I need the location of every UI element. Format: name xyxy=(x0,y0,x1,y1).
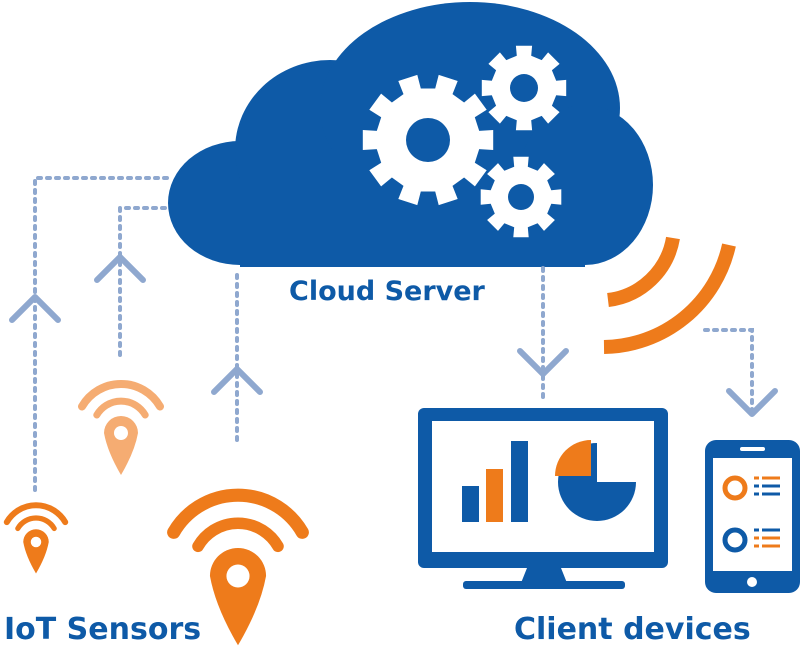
wireless-signal-icon xyxy=(603,236,736,354)
gear-icon xyxy=(362,74,494,206)
pie-chart-icon xyxy=(555,440,636,521)
iot-sensors-label: IoT Sensors xyxy=(4,612,202,647)
chevron-arrow-icon xyxy=(517,348,569,377)
chevron-arrow-icon xyxy=(211,366,263,395)
location-pin-wifi-icon xyxy=(167,488,309,646)
connector-sensor-1 xyxy=(33,176,172,492)
client-devices-label: Client devices xyxy=(514,612,751,647)
gear-icon xyxy=(480,156,562,238)
gears-group xyxy=(362,45,567,238)
ring-chart-icon xyxy=(722,475,748,553)
gear-icon xyxy=(481,45,567,131)
connector-sensor-2 xyxy=(118,206,167,357)
chevron-arrow-icon xyxy=(94,254,146,283)
location-pin-wifi-icon xyxy=(78,380,164,475)
location-pin-wifi-icon xyxy=(3,502,69,574)
chevron-arrow-icon xyxy=(9,294,61,323)
iot-sensors-group xyxy=(3,380,309,646)
monitor-icon xyxy=(418,408,668,589)
smartphone-icon xyxy=(705,440,800,593)
cloud-server-label: Cloud Server xyxy=(289,276,485,307)
arrows-group xyxy=(9,254,778,417)
list-lines-icon xyxy=(754,476,780,548)
connector-lines xyxy=(33,176,754,492)
connector-phone xyxy=(703,328,754,420)
chevron-arrow-icon xyxy=(726,388,778,417)
bar-chart-icon xyxy=(462,441,528,522)
